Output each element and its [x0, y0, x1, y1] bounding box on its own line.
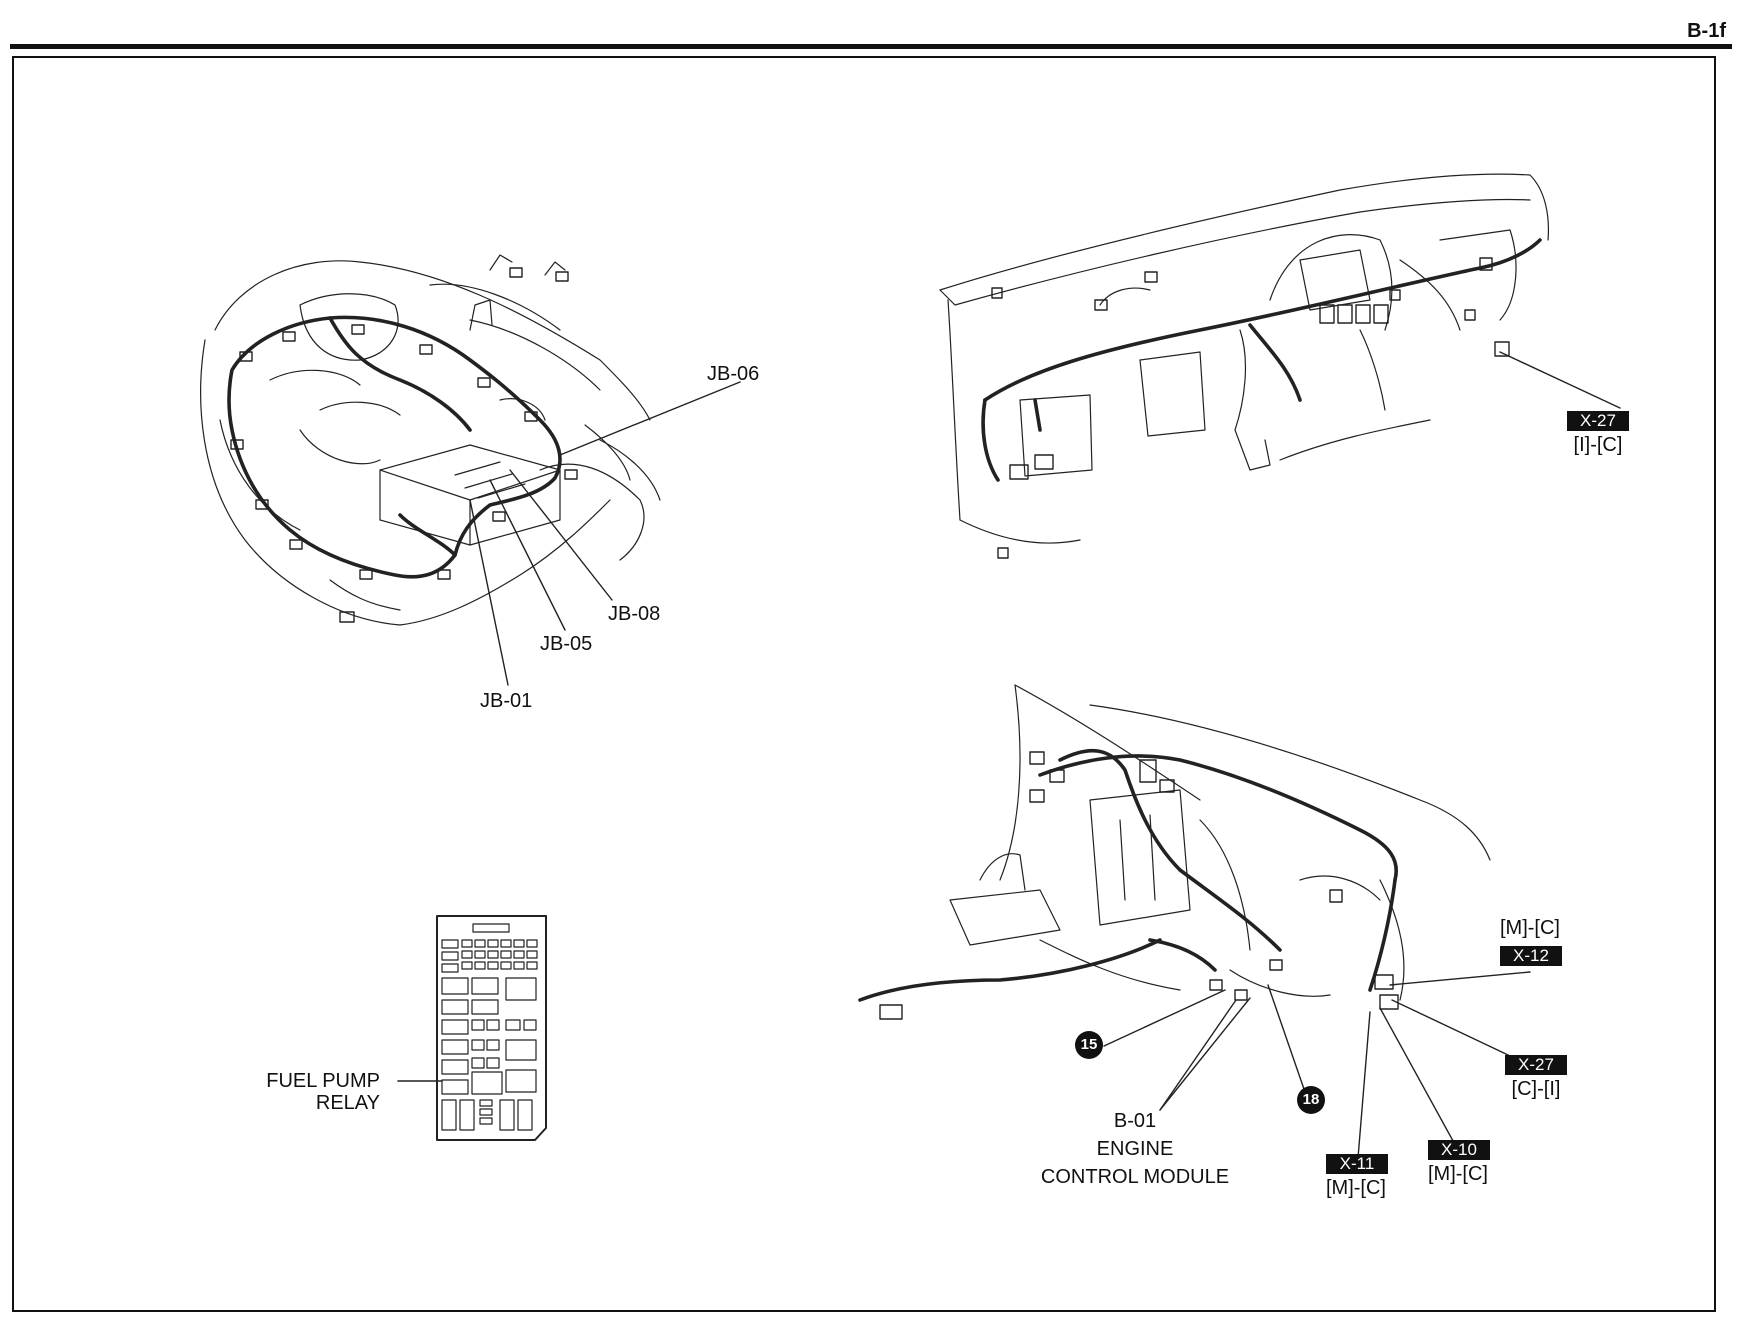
b01-control-module: CONTROL MODULE — [1040, 1166, 1230, 1188]
x11-tag: X-11 — [1326, 1154, 1388, 1174]
dashboard-bottom-illustration — [949, 684, 1491, 1001]
b01-engine: ENGINE — [1096, 1138, 1174, 1160]
dashboard-bottom-leaders — [1103, 971, 1531, 1159]
engine-bay-harness — [227, 315, 562, 579]
engine-bay-illustration — [200, 254, 661, 626]
x27-top-code: [I]-[C] — [1573, 434, 1623, 456]
x12-code: [M]-[C] — [1500, 917, 1560, 939]
b01-code: B-01 — [1113, 1110, 1157, 1132]
pin-18-marker: 18 — [1297, 1086, 1325, 1114]
jb01-label: JB-01 — [480, 690, 533, 712]
x27-bottom-tag: X-27 — [1505, 1055, 1567, 1075]
dashboard-top-harness — [981, 238, 1542, 482]
fuel-pump-relay-line1: FUEL PUMP — [266, 1070, 380, 1092]
x11-code: [M]-[C] — [1326, 1177, 1386, 1199]
x27-top-tag: X-27 — [1567, 411, 1629, 431]
diagram-frame — [12, 56, 1716, 1312]
x10-tag: X-10 — [1428, 1140, 1490, 1160]
pin-15-marker: 15 — [1075, 1031, 1103, 1059]
x27-bottom-code: [C]-[I] — [1511, 1078, 1561, 1100]
dashboard-top-illustration — [939, 173, 1550, 544]
fuel-pump-relay-line2: RELAY — [315, 1092, 380, 1114]
b01-ecm-label: B-01 ENGINE CONTROL MODULE — [1015, 1107, 1255, 1191]
fuse-box-illustration — [397, 915, 547, 1141]
dashboard-top-connectors — [991, 257, 1510, 559]
dashboard-bottom-harness — [858, 748, 1398, 1002]
jb06-label: JB-06 — [707, 363, 760, 385]
dashboard-bottom-connectors — [879, 751, 1399, 1020]
fuel-pump-relay-label: FUEL PUMP RELAY — [220, 1070, 380, 1114]
x10-code: [M]-[C] — [1428, 1163, 1488, 1185]
header-rule — [10, 44, 1732, 49]
x12-tag: X-12 — [1500, 946, 1562, 966]
page-number: B-1f — [1687, 20, 1726, 42]
engine-bay-connectors — [230, 267, 578, 623]
jb05-label: JB-05 — [540, 633, 593, 655]
jb08-label: JB-08 — [608, 603, 661, 625]
engine-bay-leaders — [469, 381, 741, 686]
